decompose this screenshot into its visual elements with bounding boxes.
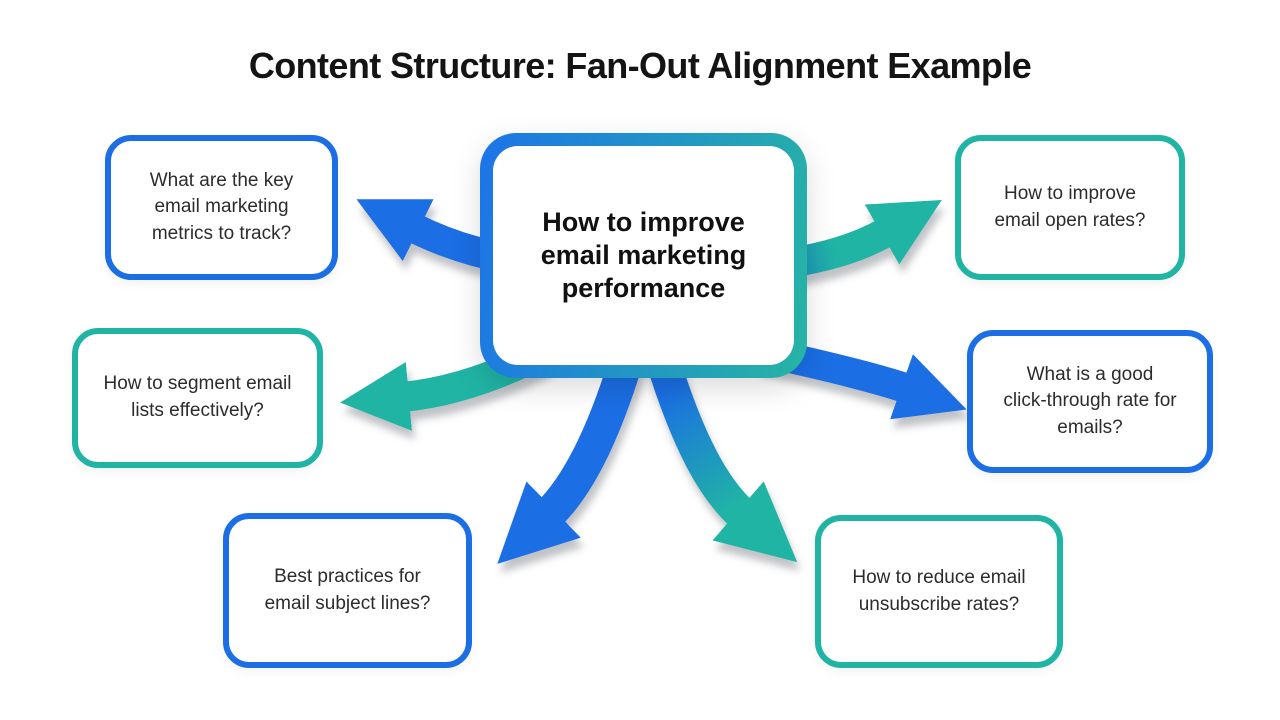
node-top-left-label: What are the key email marketing metrics… <box>149 169 294 244</box>
node-mid-right: What is a good click-through rate for em… <box>967 330 1213 473</box>
diagram-title: Content Structure: Fan-Out Alignment Exa… <box>248 45 1032 86</box>
node-bottom-left: Best practices for email subject lines? <box>223 513 472 668</box>
node-bottom-left-label: Best practices for email subject lines? <box>264 565 431 614</box>
center-node-label: How to improve email marketing performan… <box>540 206 747 304</box>
arrow-center-to-bottom-right <box>645 352 798 563</box>
arrow-center-to-bottom-left <box>497 353 644 564</box>
node-mid-left: How to segment email lists effectively? <box>72 328 323 468</box>
node-top-right: How to improve email open rates? <box>955 135 1185 280</box>
node-mid-right-label: What is a good click-through rate for em… <box>1003 363 1177 438</box>
node-bottom-right: How to reduce email unsubscribe rates? <box>815 515 1063 668</box>
node-mid-left-label: How to segment email lists effectively? <box>103 373 292 421</box>
center-node-card: How to improve email marketing performan… <box>493 146 794 365</box>
node-bottom-right-label: How to reduce email unsubscribe rates? <box>852 566 1026 615</box>
node-top-left: What are the key email marketing metrics… <box>105 135 338 280</box>
node-top-right-label: How to improve email open rates? <box>994 182 1146 231</box>
center-node: How to improve email marketing performan… <box>480 133 807 378</box>
